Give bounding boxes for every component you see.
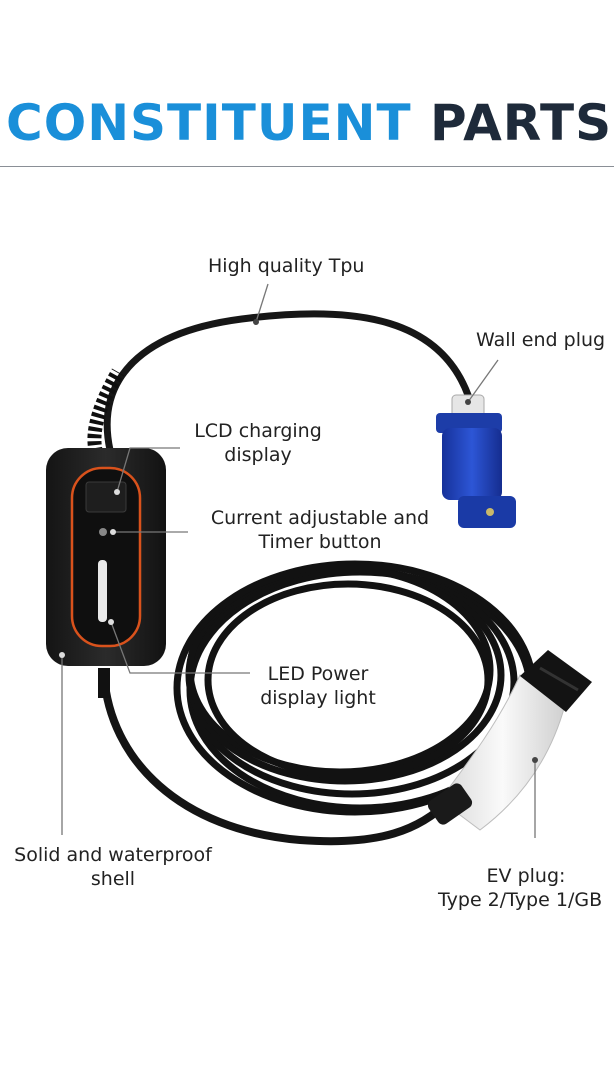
label-led-line2: display light [260,687,376,709]
ev-plug-image [427,650,592,831]
label-tpu-cable: High quality Tpu [208,255,365,277]
title-word-parts: PARTS [430,94,613,152]
title-word-constituent: CONSTITUENT [6,94,412,152]
label-shell-line1: Solid and waterproof [14,844,212,866]
callout-lines [59,283,538,838]
control-box-image [46,448,166,666]
tpu-cable [87,310,472,454]
label-ev-line2: Type 2/Type 1/GB [438,889,603,911]
title-divider [0,166,614,167]
label-shell: Solid and waterproof shell [0,843,226,891]
label-lcd-line1: LCD charging [194,420,322,442]
label-led-line1: LED Power [267,663,369,685]
label-wall-plug: Wall end plug [476,329,606,351]
label-lcd-line2: display [224,444,292,466]
label-button-line2: Timer button [258,531,382,553]
wall-plug-image [436,394,516,528]
label-button-line1: Current adjustable and [210,507,430,529]
label-shell-line2: shell [90,868,136,890]
label-current-button: Current adjustable and Timer button [194,506,446,554]
page-title: CONSTITUENT PARTS [6,94,612,152]
label-ev-plug: EV plug: Type 2/Type 1/GB [438,864,614,912]
label-led-light: LED Power display light [250,662,386,710]
output-cable [98,668,453,846]
label-lcd-display: LCD charging display [170,419,346,467]
label-ev-line1: EV plug: [486,865,566,887]
